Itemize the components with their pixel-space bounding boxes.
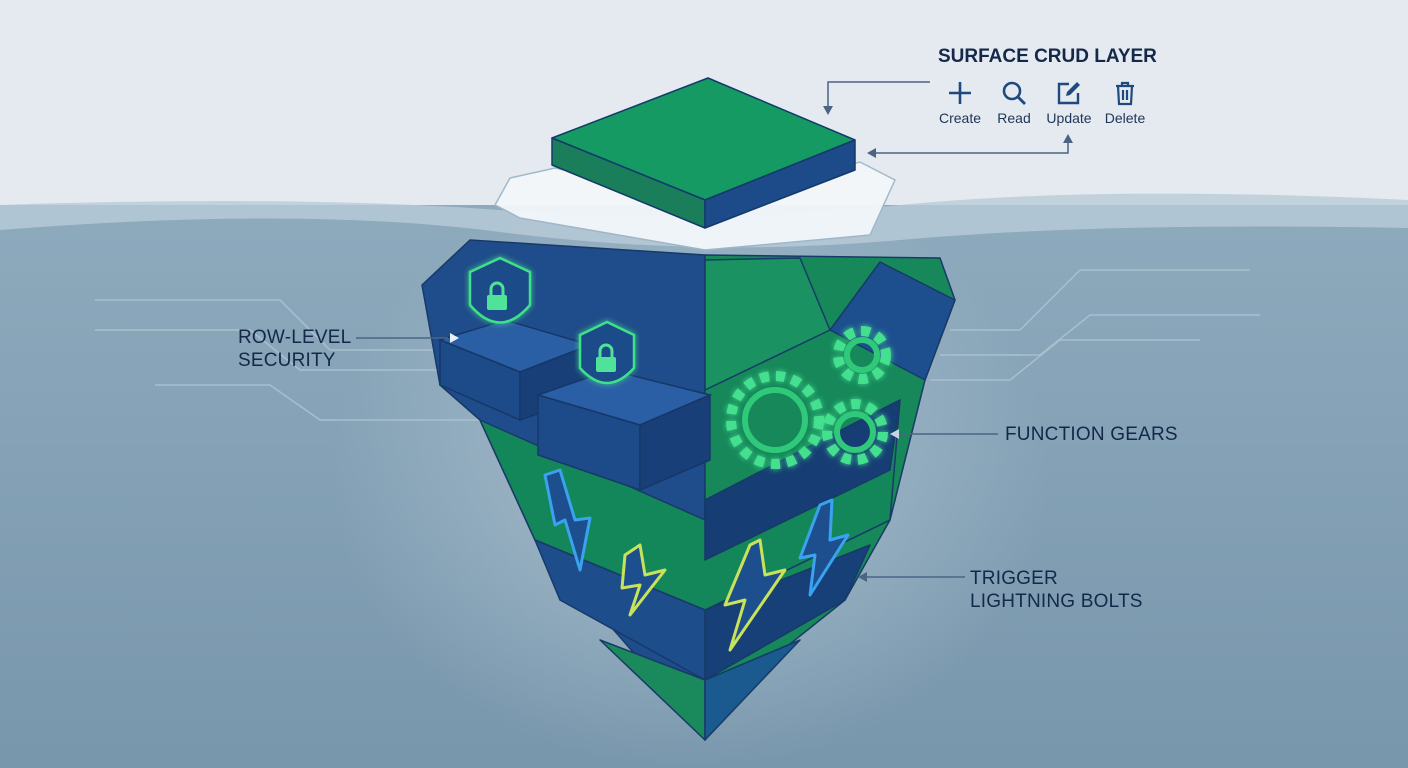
crud-label: Update (1046, 110, 1092, 126)
crud-read: Read (984, 80, 1044, 126)
leader-lines (356, 81, 1069, 578)
gear-icon (726, 326, 891, 469)
label-line: LIGHTNING BOLTS (970, 591, 1143, 612)
lightning-bolt-icons (543, 468, 850, 652)
crud-label: Read (997, 110, 1031, 126)
row-level-security-label: ROW-LEVEL SECURITY (238, 326, 351, 372)
label-line: TRIGGER (970, 568, 1058, 589)
label-line: ROW-LEVEL (238, 327, 352, 348)
crud-delete: Delete (1095, 80, 1155, 126)
crud-label: Create (938, 110, 982, 126)
function-gears-label: FUNCTION GEARS (1005, 424, 1178, 445)
shield-lock-icon (468, 256, 532, 324)
security-blocks (437, 319, 713, 492)
crud-create: Create (930, 80, 990, 126)
crud-update: Update (1039, 80, 1099, 126)
gear-ring (844, 337, 880, 373)
circuit-lines (95, 269, 1260, 421)
surface-crud-layer-title: SURFACE CRUD LAYER (938, 46, 1157, 67)
crud-label: Delete (1104, 110, 1146, 126)
trash-icon (1116, 81, 1134, 106)
search-icon (1002, 81, 1026, 105)
arrowheads (450, 106, 1073, 582)
gear-ring (834, 411, 876, 453)
gear-ring (742, 387, 808, 453)
plus-icon (949, 82, 971, 104)
label-line: SECURITY (238, 350, 336, 371)
trigger-bolts-label: TRIGGER LIGHTNING BOLTS (970, 567, 1143, 613)
top-cap (551, 77, 856, 229)
edit-icon (1057, 82, 1080, 105)
shield-lock-icon (578, 320, 636, 385)
